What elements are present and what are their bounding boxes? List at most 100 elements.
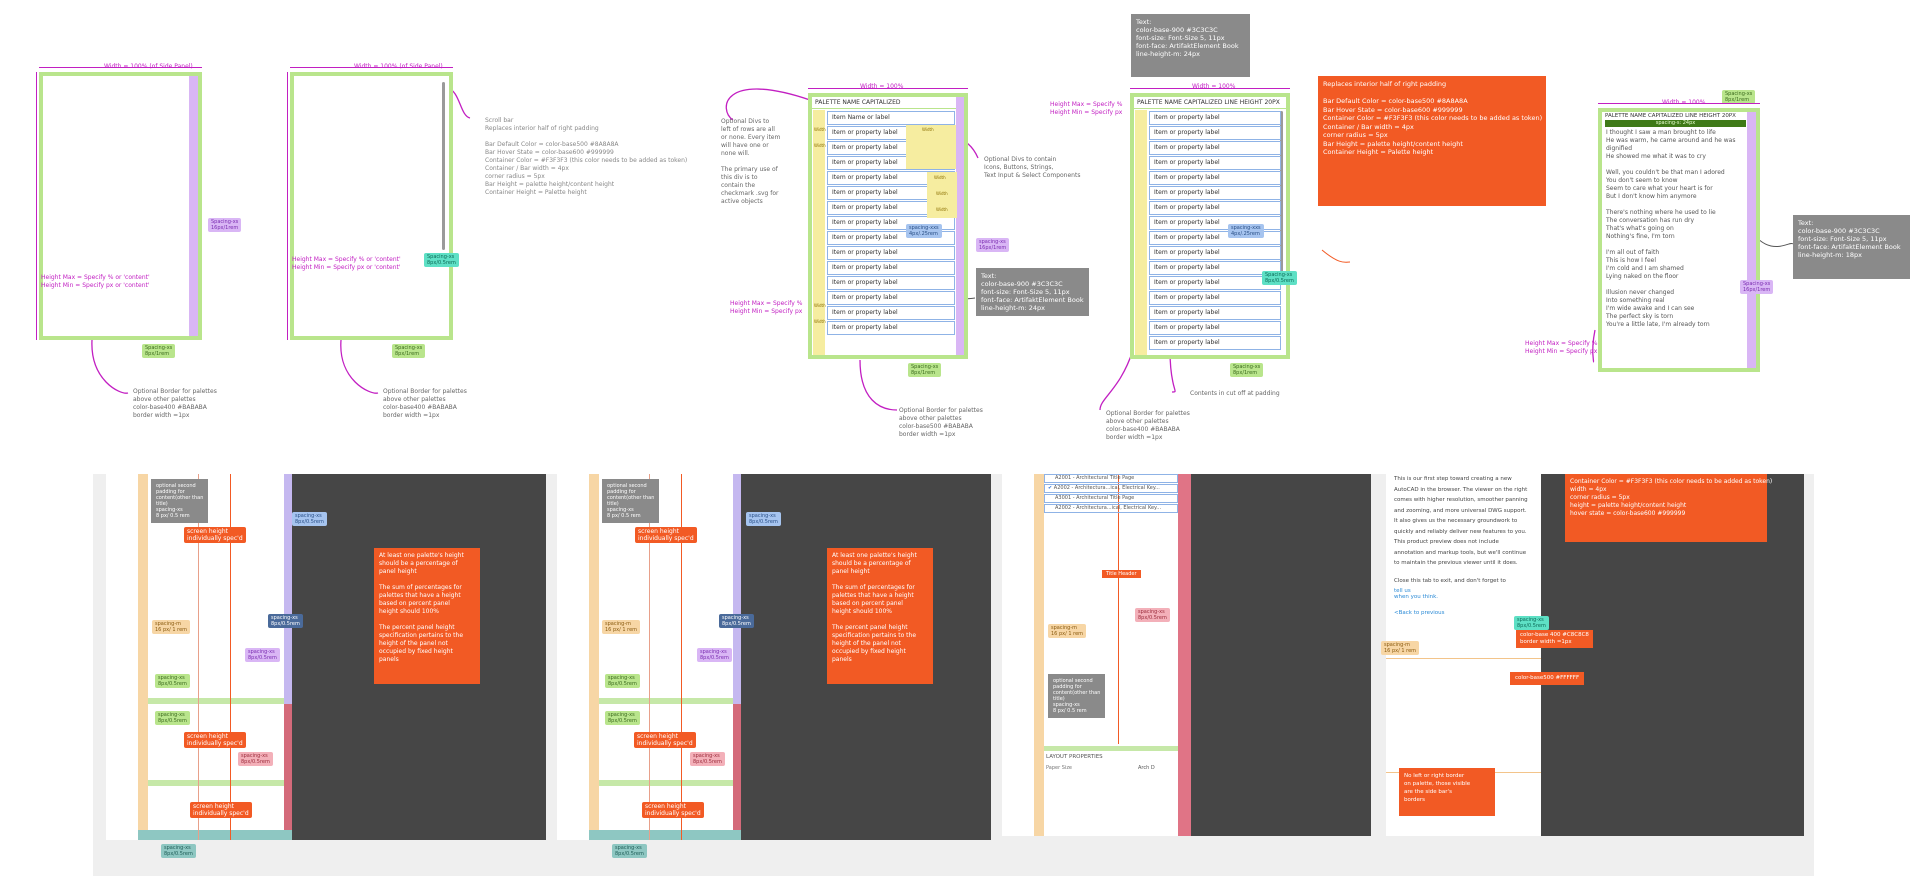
list-item[interactable]: Item or property label [827, 276, 955, 290]
height-label: Height Max = Specify % Height Min = Spec… [1050, 101, 1123, 116]
panel-a [106, 474, 546, 840]
height-label: Height Max = Specify % or 'content' Heig… [41, 274, 150, 289]
left-div-column [1135, 110, 1147, 355]
spacing-bottom-badge: Spacing-xs 8px/1rem [908, 363, 942, 377]
bottom-padding [138, 830, 292, 840]
width-label: Width = 100% [1192, 83, 1236, 90]
list-item[interactable]: Item or property label [1149, 141, 1281, 155]
spacing-right-badge: Spacing-xs 16px/1rem [1740, 280, 1774, 294]
border-note: Optional Border for palettes above other… [899, 407, 983, 438]
list-item[interactable]: Item or property label [1149, 111, 1281, 125]
cutoff-note: Contents in cut off at padding [1190, 390, 1280, 397]
spacing-badge: spacing-xs 8px/0.5rem [697, 648, 732, 662]
sheet-list: A2001 - Architectural Title Page ✔ A2002… [1044, 474, 1178, 514]
scroll-bar[interactable] [442, 82, 445, 250]
left-padding-column [589, 474, 599, 840]
palette-divider [599, 780, 733, 786]
cell-width-label: Width [936, 191, 948, 196]
list-item[interactable]: Item Name or label [827, 111, 955, 125]
side-width-label: Width [814, 303, 826, 308]
width-rule [290, 67, 453, 68]
palette-frame: PALETTE NAME CAPITALIZED LINE HEIGHT 20P… [1130, 93, 1290, 359]
border-guide [1386, 658, 1541, 659]
screen-height-badge: screen height individually spec'd [642, 802, 704, 818]
list-item[interactable]: Item or property label [827, 261, 955, 275]
spacing-badge: spacing-xs 8px/0.5rem [238, 752, 273, 766]
list-item[interactable]: Item or property label [827, 321, 955, 335]
poem-text: I thought I saw a man brought to life He… [1606, 129, 1736, 328]
border-note: Optional Border for palettes above other… [383, 388, 467, 419]
secondary-padding-note: optional second padding for content(othe… [602, 479, 660, 523]
tell-us-link[interactable]: tell us when you think. [1394, 588, 1439, 600]
percent-height-note: At least one palette's height should be … [374, 548, 480, 684]
border-note: Optional Border for palettes above other… [133, 388, 217, 419]
list-item[interactable]: Item or property label [1149, 186, 1281, 200]
spacing-badge: spacing-xs 8px/0.5rem [155, 674, 190, 688]
screen-height-badge: screen height individually spec'd [190, 802, 252, 818]
spacing-badge: spacing-xs 8px/0.5rem [268, 614, 303, 628]
scroll-bar[interactable] [1280, 111, 1283, 281]
palette-divider [599, 698, 733, 704]
list-item[interactable]: Item or property label [1149, 336, 1281, 350]
list-item[interactable]: Item or property label [827, 201, 955, 215]
palette-frame [290, 72, 453, 340]
spacing-badge: spacing-xs 8px/0.5rem [605, 711, 640, 725]
list-item[interactable]: Item or property label [827, 246, 955, 260]
list-item[interactable]: Item or property label [827, 171, 955, 185]
pink-column [1178, 474, 1191, 836]
palette-title: PALETTE NAME CAPITALIZED [812, 97, 964, 109]
layout-properties-heading: LAYOUT PROPERTIES [1046, 754, 1103, 760]
spacing-badge: spacing-m 16 px/ 1 rem [1381, 641, 1420, 655]
list-item[interactable]: A3001 - Architectural Title Page [1044, 494, 1178, 503]
list-item[interactable]: Item or property label [1149, 291, 1281, 305]
percent-height-note: At least one palette's height should be … [827, 548, 933, 684]
text-spec-note: Text: color-base-900 #3C3C3C font-size: … [976, 268, 1089, 316]
spacing-badge: spacing-xs 8px/0.5rem [719, 614, 754, 628]
secondary-padding-note: optional second padding for content(othe… [151, 479, 209, 523]
spacing-badge: spacing-xs 8px/0.5rem [161, 844, 196, 858]
scroll-column [733, 474, 741, 840]
cell-width-label: Width [934, 175, 946, 180]
list-item[interactable]: Item or property label [1149, 201, 1281, 215]
side-width-label: Width [814, 319, 826, 324]
list-item[interactable]: Item or property label [827, 306, 955, 320]
scrollbar-spec-note: Container Color = #F3F3F3 (this color ne… [1565, 474, 1772, 542]
width-label: Width = 100% (of Side Panel) [104, 63, 193, 71]
list-item[interactable]: Item or property label [1149, 261, 1281, 275]
list-item[interactable]: A2001 - Architectural Title Page [1044, 474, 1178, 483]
list-item[interactable]: Item or property label [1149, 306, 1281, 320]
left-div-note: Optional Divs to left of rows are all or… [721, 118, 781, 205]
width-rule [808, 88, 968, 89]
spacing-inner-badge: spacing-xxs 4px/.25rem [906, 224, 942, 238]
paper-size-value[interactable]: Arch D [1138, 765, 1155, 771]
list-item[interactable]: ✔ A2002 - Architectura...ical, Electrica… [1044, 484, 1178, 493]
list-item[interactable]: A2002 - Architectura...ical, Electrical … [1044, 504, 1178, 513]
list-item-label: A2002 - Architectura...ical, Electrical … [1053, 485, 1160, 491]
list-item[interactable]: Item or property label [827, 291, 955, 305]
palette-divider [148, 698, 284, 704]
width-label: Width = 100% [1662, 99, 1705, 107]
spacing-badge: spacing-m 16 px/ 1 rem [602, 620, 641, 634]
scrollbar-note: Scroll bar Replaces interior half of rig… [485, 117, 688, 196]
screen-height-badge: screen height individually spec'd [184, 527, 246, 543]
cell-width-label: Width [922, 127, 934, 132]
list-item[interactable]: Item or property label [1149, 156, 1281, 170]
spacing-badge: spacing-xs 8px/0.5rem [155, 711, 190, 725]
back-link[interactable]: <Back to previous [1394, 610, 1445, 616]
pink-column [733, 704, 741, 840]
guide-line [681, 474, 682, 840]
paper-size-label: Paper Size [1046, 765, 1073, 771]
palette-divider [1044, 746, 1178, 751]
background-color-note: color-base500 #FFFFFF [1510, 672, 1585, 685]
pink-column [284, 704, 292, 840]
list-item[interactable]: Item or property label [1149, 126, 1281, 140]
list-item[interactable]: Item or property label [1149, 171, 1281, 185]
side-width-label: Width [814, 127, 826, 132]
list-item[interactable]: Item or property label [1149, 321, 1281, 335]
text-spec-note: Text: color-base-900 #3C3C3C font-size: … [1793, 215, 1910, 279]
list-item[interactable]: Item or property label [1149, 246, 1281, 260]
spacing-badge: spacing-m 16 px/ 1 rem [152, 620, 191, 634]
guide-line [649, 474, 650, 840]
spacing-right-badge: Spacing-xs 8px/0.5rem [424, 253, 459, 267]
spacing-right-badge: Spacing-xs 8px/0.5rem [1262, 271, 1297, 285]
